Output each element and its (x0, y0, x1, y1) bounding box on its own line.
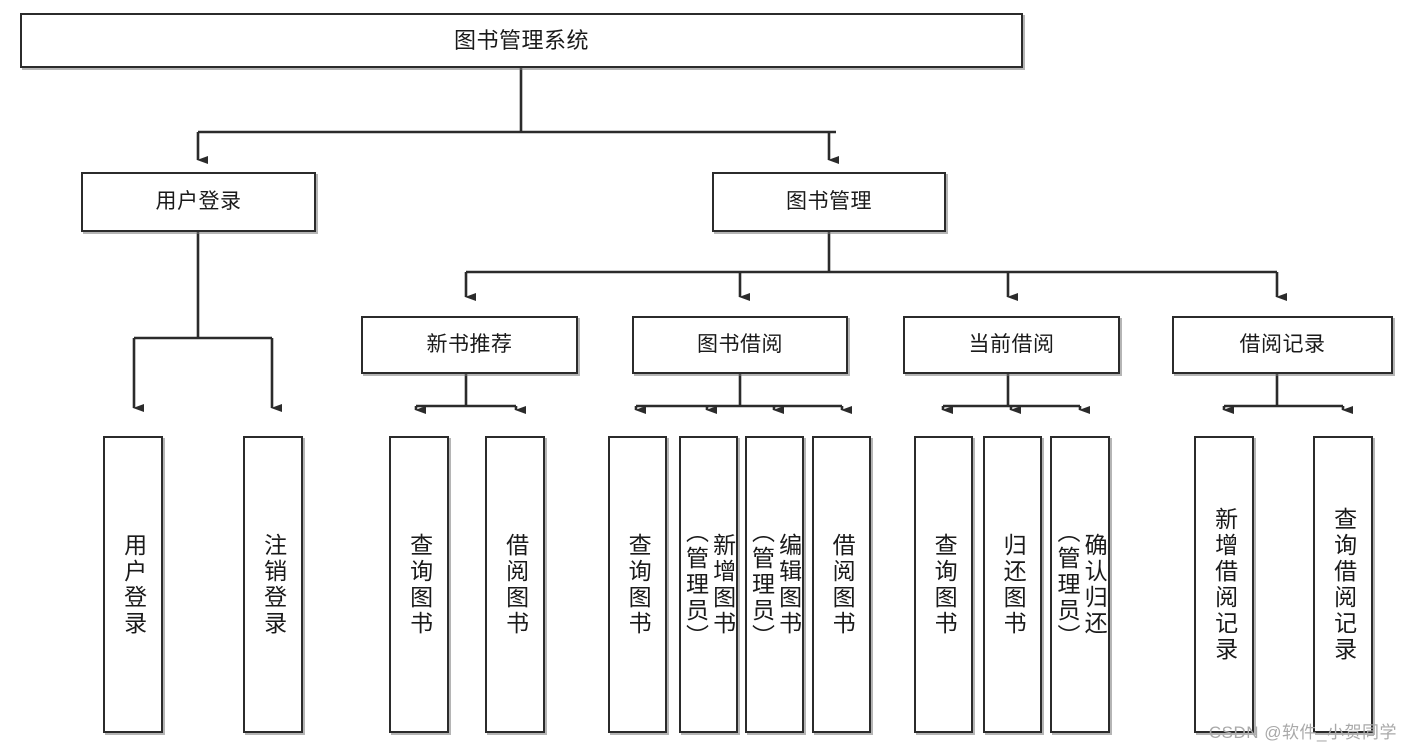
leaf-record-query[interactable]: 查询借阅记录 (1313, 436, 1373, 733)
leaf-current-return-book[interactable]: 归还图书 (983, 436, 1042, 733)
node-book-borrow[interactable]: 图书借阅 (632, 316, 848, 374)
leaf-borrow-add-book-label: 新增图书 （管理员） (682, 519, 736, 650)
leaf-current-query-book[interactable]: 查询图书 (914, 436, 973, 733)
node-current-borrow-label: 当前借阅 (968, 332, 1055, 356)
node-book-management-label: 图书管理 (786, 189, 872, 213)
leaf-user-login[interactable]: 用户登录 (103, 436, 163, 733)
leaf-current-confirm-return[interactable]: 确认归还 （管理员） (1050, 436, 1110, 733)
leaf-current-query-book-label: 查询图书 (931, 532, 958, 637)
leaf-newbook-borrow-book[interactable]: 借阅图书 (485, 436, 545, 733)
node-book-borrow-label: 图书借阅 (697, 332, 783, 356)
csdn-watermark: CSDN @软件_小贺同学 (1208, 723, 1397, 742)
leaf-borrow-borrow-book[interactable]: 借阅图书 (812, 436, 871, 733)
leaf-borrow-edit-book[interactable]: 编辑图书 （管理员） (745, 436, 804, 733)
leaf-borrow-query-book-label: 查询图书 (625, 532, 652, 637)
leaf-record-query-label: 查询借阅记录 (1330, 506, 1357, 663)
node-user-login-label: 用户登录 (155, 189, 242, 213)
leaf-borrow-add-book[interactable]: 新增图书 （管理员） (679, 436, 738, 733)
leaf-borrow-query-book[interactable]: 查询图书 (608, 436, 667, 733)
node-current-borrow[interactable]: 当前借阅 (903, 316, 1120, 374)
node-new-book-recommend[interactable]: 新书推荐 (361, 316, 578, 374)
leaf-newbook-query-book-label: 查询图书 (406, 532, 433, 637)
node-root-label: 图书管理系统 (453, 27, 589, 53)
node-new-book-recommend-label: 新书推荐 (426, 332, 513, 356)
leaf-borrow-edit-book-label: 编辑图书 （管理员） (748, 519, 802, 650)
node-borrow-record-label: 借阅记录 (1239, 332, 1326, 356)
leaf-current-confirm-return-label: 确认归还 （管理员） (1054, 519, 1108, 650)
leaf-current-return-book-label: 归还图书 (1000, 532, 1027, 637)
node-user-login[interactable]: 用户登录 (81, 172, 316, 232)
node-root[interactable]: 图书管理系统 (20, 13, 1023, 68)
leaf-user-login-label: 用户登录 (120, 532, 147, 637)
leaf-record-add-label: 新增借阅记录 (1211, 506, 1238, 663)
leaf-logout-label: 注销登录 (260, 532, 287, 637)
node-book-management[interactable]: 图书管理 (712, 172, 946, 232)
leaf-record-add[interactable]: 新增借阅记录 (1194, 436, 1254, 733)
leaf-logout[interactable]: 注销登录 (243, 436, 303, 733)
leaf-newbook-borrow-book-label: 借阅图书 (502, 532, 529, 637)
node-borrow-record[interactable]: 借阅记录 (1172, 316, 1393, 374)
leaf-borrow-borrow-book-label: 借阅图书 (829, 532, 856, 637)
leaf-newbook-query-book[interactable]: 查询图书 (389, 436, 449, 733)
